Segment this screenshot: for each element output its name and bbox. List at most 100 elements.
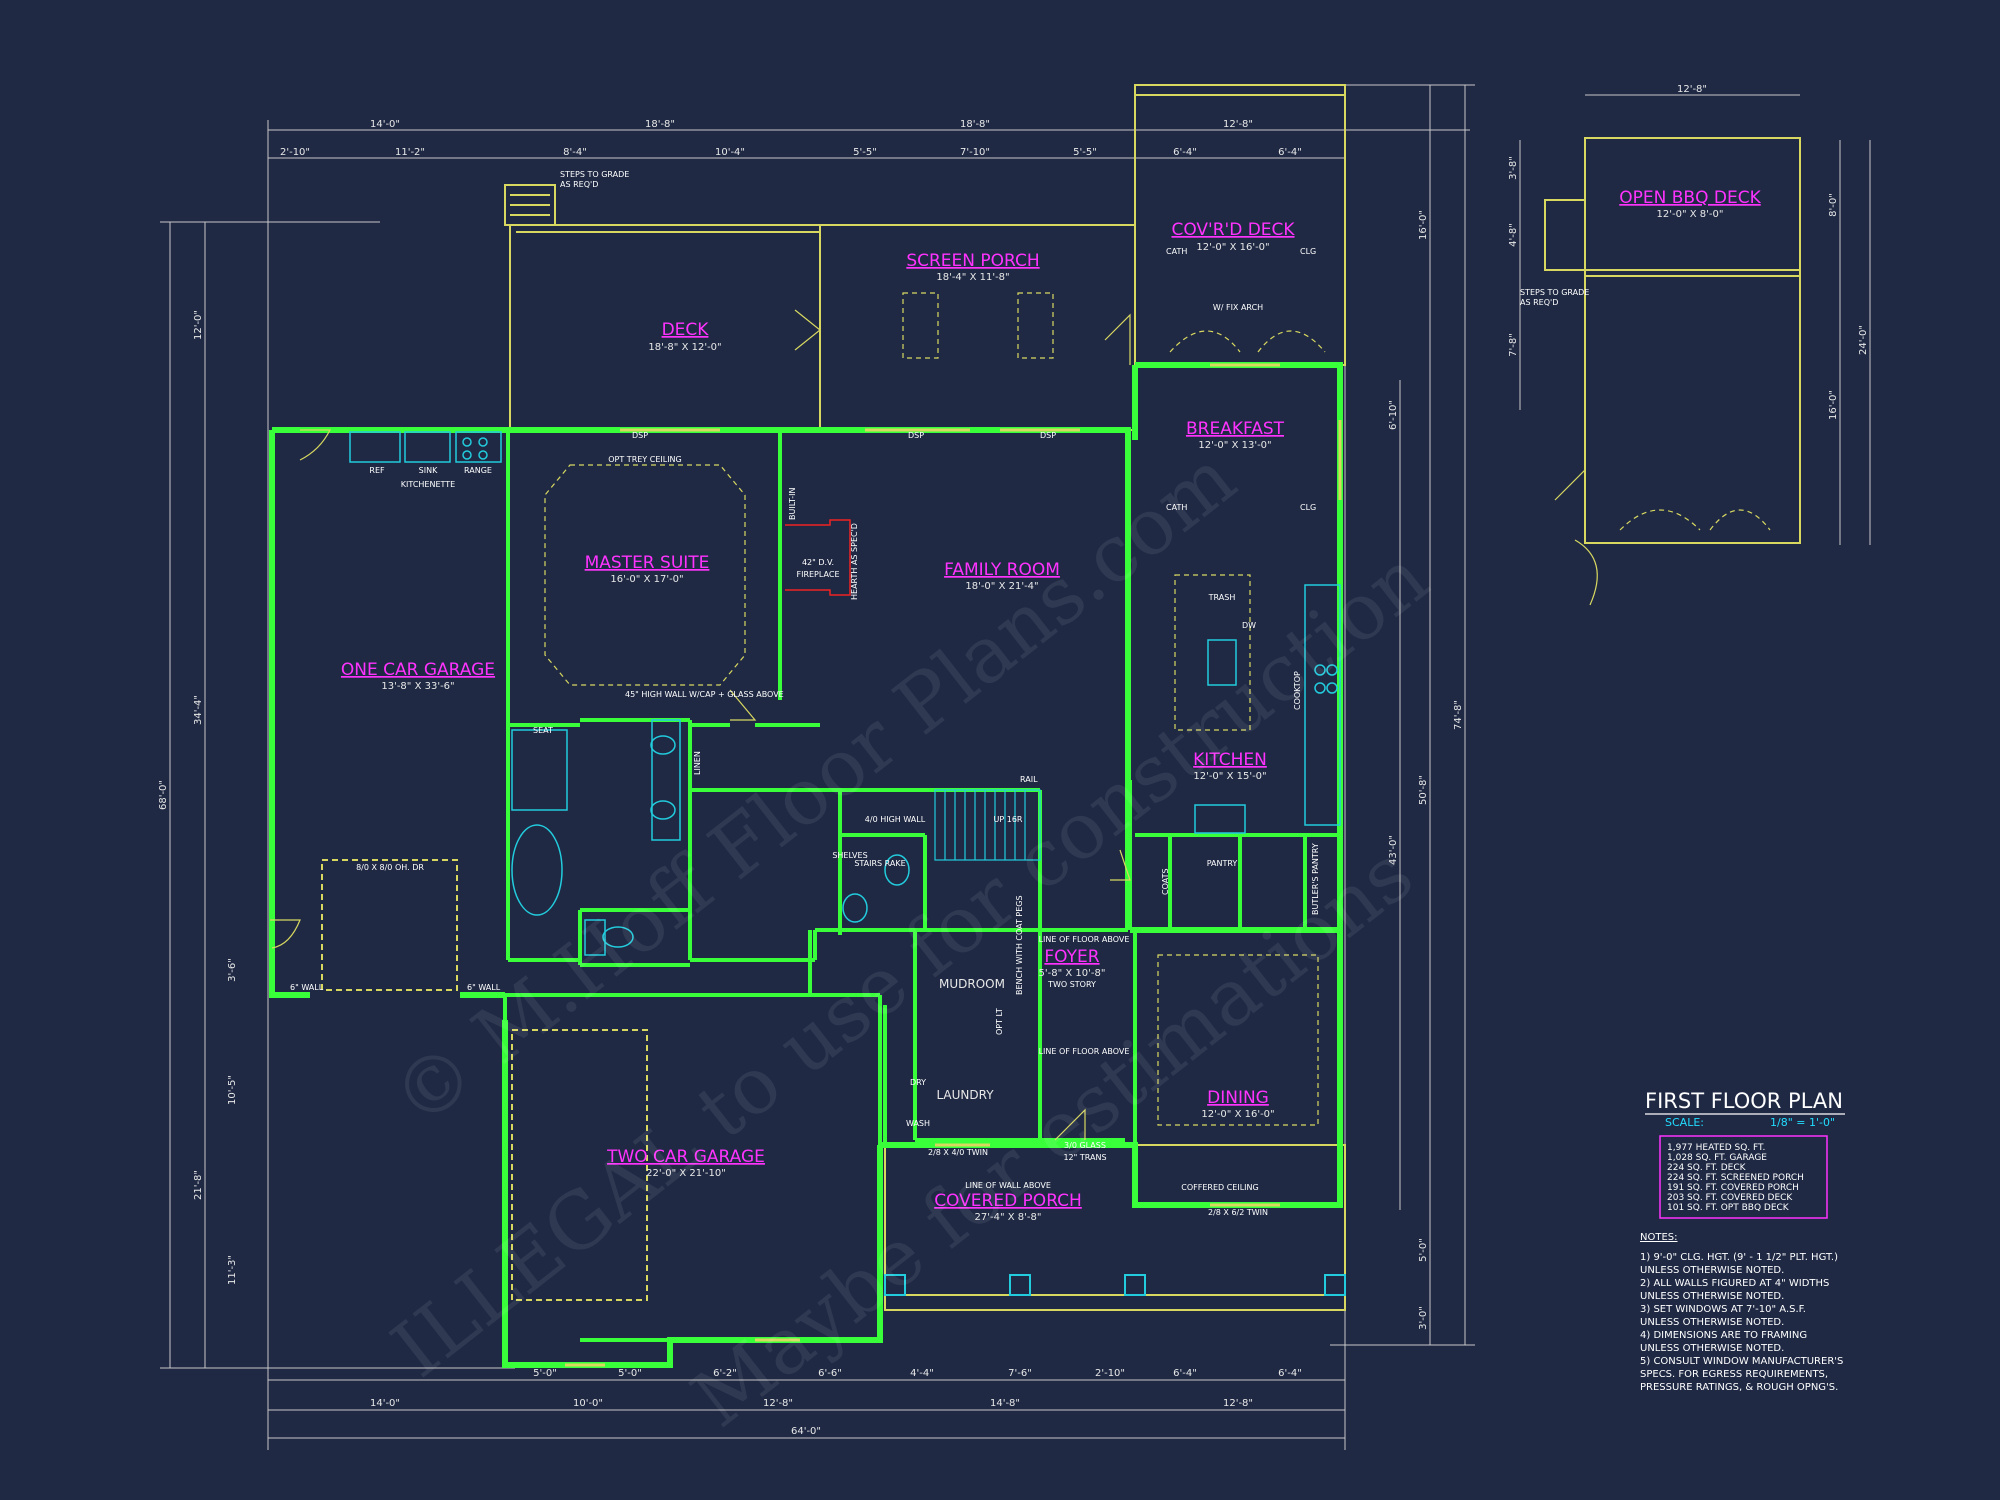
dim-right-outer: 74'-8" xyxy=(1453,700,1464,730)
breakfast-label: BREAKFAST xyxy=(1186,419,1285,439)
two-car-garage-label: TWO CAR GARAGE xyxy=(606,1147,765,1167)
dashed-ceiling-lines xyxy=(544,292,1771,1126)
dim-left-a: 12'-0" xyxy=(193,310,204,340)
foyer-size: 5'-8" X 10'-8" xyxy=(1039,968,1106,979)
window-twin-label: 2/8 X 6/2 TWIN xyxy=(1208,1208,1268,1217)
dim-top2-a: 2'-10" xyxy=(280,147,310,158)
breakfast-size: 12'-0" X 13'-0" xyxy=(1198,440,1271,451)
dim-bbq-left-c: 7'-8" xyxy=(1508,333,1519,357)
dim-right-e: 6'-10" xyxy=(1388,400,1399,430)
kitchen-size: 12'-0" X 15'-0" xyxy=(1193,771,1266,782)
dim-bot1-a: 5'-0" xyxy=(533,1368,557,1379)
steps-label-1: STEPS TO GRADE xyxy=(560,170,629,179)
note-line-1: 1) 9'-0" CLG. HGT. (9' - 1 1/2" PLT. HGT… xyxy=(1640,1252,1838,1263)
dim-top2-i: 6'-4" xyxy=(1278,147,1302,158)
dim-bot1-e: 4'-4" xyxy=(910,1368,934,1379)
line-floor-above-2: LINE OF FLOOR ABOVE xyxy=(1039,1047,1130,1056)
foyer-label: FOYER xyxy=(1044,947,1099,967)
one-car-garage-size: 13'-8" X 33'-6" xyxy=(381,681,454,692)
note-line-2: UNLESS OTHERWISE NOTED. xyxy=(1640,1265,1784,1276)
stat-3: 224 SQ. FT. DECK xyxy=(1667,1163,1747,1173)
sink-label: SINK xyxy=(419,466,438,475)
note-line-4: UNLESS OTHERWISE NOTED. xyxy=(1640,1291,1784,1302)
dim-top2-h: 6'-4" xyxy=(1173,147,1197,158)
covered-porch-label: COVERED PORCH xyxy=(934,1191,1082,1211)
dining-label: DINING xyxy=(1207,1088,1269,1108)
stat-5: 191 SQ. FT. COVERED PORCH xyxy=(1667,1183,1799,1193)
dim-bot2-a: 14'-0" xyxy=(370,1398,400,1409)
dim-bot1-c: 6'-2" xyxy=(713,1368,737,1379)
line-floor-above-1: LINE OF FLOOR ABOVE xyxy=(1039,935,1130,944)
cath-label: CATH xyxy=(1166,247,1187,256)
coffered-label: COFFERED CEILING xyxy=(1181,1183,1258,1192)
notes-heading: NOTES: xyxy=(1640,1232,1678,1243)
cooktop-label: COOKTOP xyxy=(1293,671,1302,710)
bbq-steps-label-2: AS REQ'D xyxy=(1520,298,1558,307)
clg-label-2: CLG xyxy=(1300,503,1316,512)
stat-7: 101 SQ. FT. OPT BBQ DECK xyxy=(1667,1203,1790,1213)
one-car-garage-label: ONE CAR GARAGE xyxy=(341,660,495,680)
dim-left-f: 11'-3" xyxy=(227,1255,238,1285)
half-wall-label: 4/0 HIGH WALL xyxy=(865,815,926,824)
annotations: STEPS TO GRADE AS REQ'D STEPS TO GRADE A… xyxy=(290,170,1589,1217)
two-car-garage-size: 22'-0" X 21'-10" xyxy=(646,1168,726,1179)
dim-left-e: 21'-8" xyxy=(193,1170,204,1200)
stat-1: 1,977 HEATED SQ. FT. xyxy=(1667,1143,1765,1153)
dim-top2-f: 7'-10" xyxy=(960,147,990,158)
opt-lt-label: OPT LT xyxy=(995,1008,1004,1035)
foyer-note: TWO STORY xyxy=(1047,980,1096,989)
seat-label: SEAT xyxy=(533,726,553,735)
covered-deck-size: 12'-0" X 16'-0" xyxy=(1196,242,1269,253)
dining-size: 12'-0" X 16'-0" xyxy=(1201,1109,1274,1120)
note-line-5: 3) SET WINDOWS AT 7'-10" A.S.F. xyxy=(1640,1304,1806,1315)
kitchenette-label: KITCHENETTE xyxy=(401,480,455,489)
up-stairs-label: UP 16R xyxy=(994,815,1023,824)
half-wall-2-label: 45" HIGH WALL W/CAP + GLASS ABOVE xyxy=(625,690,784,699)
butlers-pantry-label: BUTLER'S PANTRY xyxy=(1311,843,1320,915)
dim-bbq-left-b: 4'-8" xyxy=(1508,223,1519,247)
line-wall-above: LINE OF WALL ABOVE xyxy=(965,1181,1051,1190)
ref-label: REF xyxy=(369,466,385,475)
range-label: RANGE xyxy=(464,466,492,475)
dim-top1-d: 12'-8" xyxy=(1223,119,1253,130)
master-suite-label: MASTER SUITE xyxy=(585,553,710,573)
note-line-11: PRESSURE RATINGS, & ROUGH OPNG'S. xyxy=(1640,1382,1838,1393)
dim-bbq-left-a: 3'-8" xyxy=(1508,156,1519,180)
cath-label-2: CATH xyxy=(1166,503,1187,512)
dim-top2-e: 5'-5" xyxy=(853,147,877,158)
bbq-deck-label: OPEN BBQ DECK xyxy=(1619,188,1761,208)
note-line-3: 2) ALL WALLS FIGURED AT 4" WIDTHS xyxy=(1640,1278,1829,1289)
notes-block: NOTES: 1) 9'-0" CLG. HGT. (9' - 1 1/2" P… xyxy=(1640,1232,1843,1393)
dim-bot1-h: 6'-4" xyxy=(1173,1368,1197,1379)
trey-ceiling-label: OPT TREY CEILING xyxy=(608,455,681,464)
dim-bot1-b: 5'-0" xyxy=(618,1368,642,1379)
scale-label: SCALE: xyxy=(1665,1116,1704,1129)
fixtures xyxy=(349,431,1341,956)
dimension-text: 14'-0" 18'-8" 18'-8" 12'-8" 2'-10" 11'-2… xyxy=(158,84,1869,1437)
plan-title: FIRST FLOOR PLAN xyxy=(1645,1089,1843,1113)
transom-label: 12" TRANS xyxy=(1063,1153,1106,1162)
note-line-10: SPECS. FOR EGRESS REQUIREMENTS, xyxy=(1640,1369,1828,1380)
wash-label: WASH xyxy=(906,1119,930,1128)
linen-label: LINEN xyxy=(693,751,702,775)
master-suite-size: 16'-0" X 17'-0" xyxy=(610,574,683,585)
dim-bot1-f: 7'-6" xyxy=(1008,1368,1032,1379)
dim-top1-b: 18'-8" xyxy=(645,119,675,130)
pantry-label: PANTRY xyxy=(1207,859,1238,868)
kitchen-label: KITCHEN xyxy=(1193,750,1267,770)
dim-right-b: 50'-8" xyxy=(1418,775,1429,805)
dim-top2-b: 11'-2" xyxy=(395,147,425,158)
dim-right-d: 3'-0" xyxy=(1418,1306,1429,1330)
deck-label: DECK xyxy=(662,320,710,340)
mudroom-label: MUDROOM xyxy=(939,977,1005,991)
note-line-8: UNLESS OTHERWISE NOTED. xyxy=(1640,1343,1784,1354)
dim-bbq-top: 12'-8" xyxy=(1677,84,1707,95)
laundry-label: LAUNDRY xyxy=(936,1088,994,1102)
dim-bot1-g: 2'-10" xyxy=(1095,1368,1125,1379)
screen-porch-label: SCREEN PORCH xyxy=(906,251,1039,271)
fix-arch-label: W/ FIX ARCH xyxy=(1213,303,1263,312)
door-swings xyxy=(270,309,1598,1141)
dw-label: DW xyxy=(1242,621,1256,630)
